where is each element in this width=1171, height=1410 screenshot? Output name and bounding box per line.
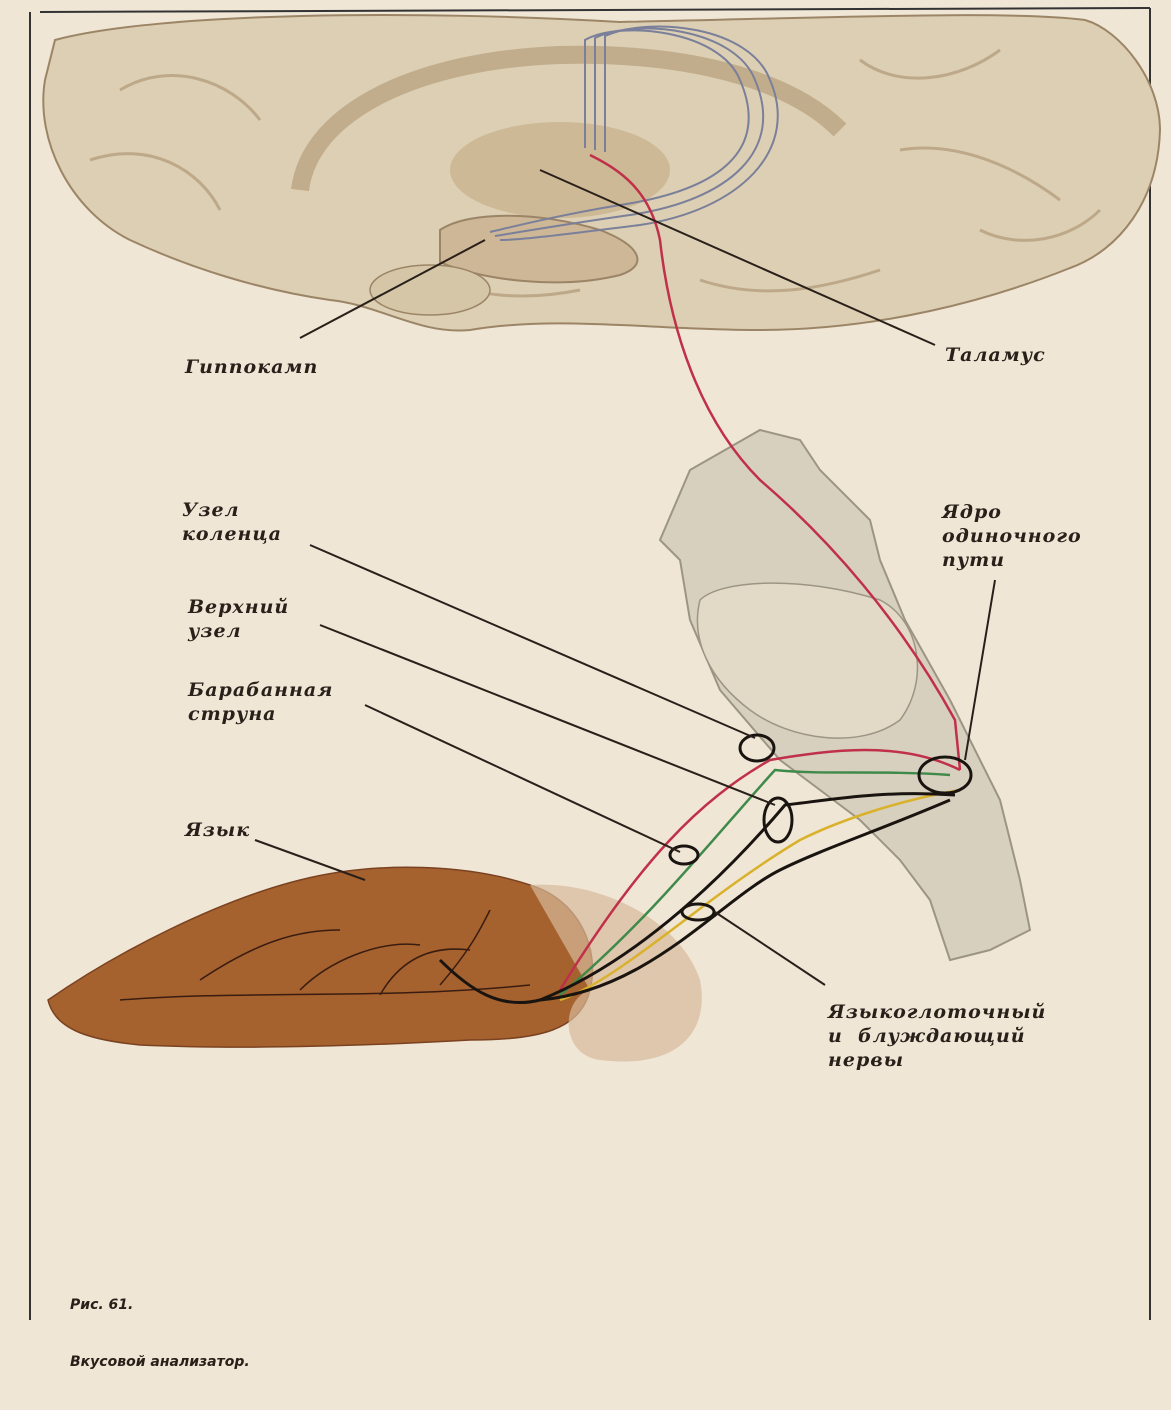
label-solitary-nucleus: Ядро одиночного пути xyxy=(942,500,1082,572)
label-chorda-tympani: Барабанная струна xyxy=(188,678,333,726)
pons xyxy=(697,583,917,738)
label-glossopharyngeal-vagus: Языкоглоточный и блуждающий нервы xyxy=(828,1000,1046,1072)
brain-section xyxy=(43,15,1160,331)
frame-top-line xyxy=(40,8,1150,12)
thalamus-region xyxy=(450,122,670,218)
label-hippocampus: Гиппокамп xyxy=(185,355,318,379)
solitary-nucleus-leader xyxy=(965,580,995,760)
tongue-leader xyxy=(255,840,365,880)
lower-ganglion-ring xyxy=(682,904,714,920)
anatomy-illustration xyxy=(0,0,1171,1327)
figure-title: Вкусовой анализатор. xyxy=(70,1353,250,1372)
taste-analyzer-figure: Гиппокамп Таламус Узел коленца Верхний у… xyxy=(0,0,1171,1327)
label-superior-ganglion: Верхний узел xyxy=(188,595,289,643)
figure-caption: Рис. 61. Вкусовой анализатор. xyxy=(70,1258,250,1410)
label-tongue: Язык xyxy=(185,818,250,842)
label-thalamus: Таламус xyxy=(945,343,1046,367)
label-geniculate-ganglion: Узел коленца xyxy=(182,498,282,546)
glossopharyngeal-leader xyxy=(715,912,825,985)
cerebellum-edge xyxy=(370,265,490,315)
figure-number: Рис. 61. xyxy=(70,1296,250,1315)
superior-ganglion-ring xyxy=(764,798,792,842)
tongue xyxy=(48,867,702,1061)
tongue-body xyxy=(48,867,593,1047)
chorda-tympani-leader xyxy=(365,705,680,852)
